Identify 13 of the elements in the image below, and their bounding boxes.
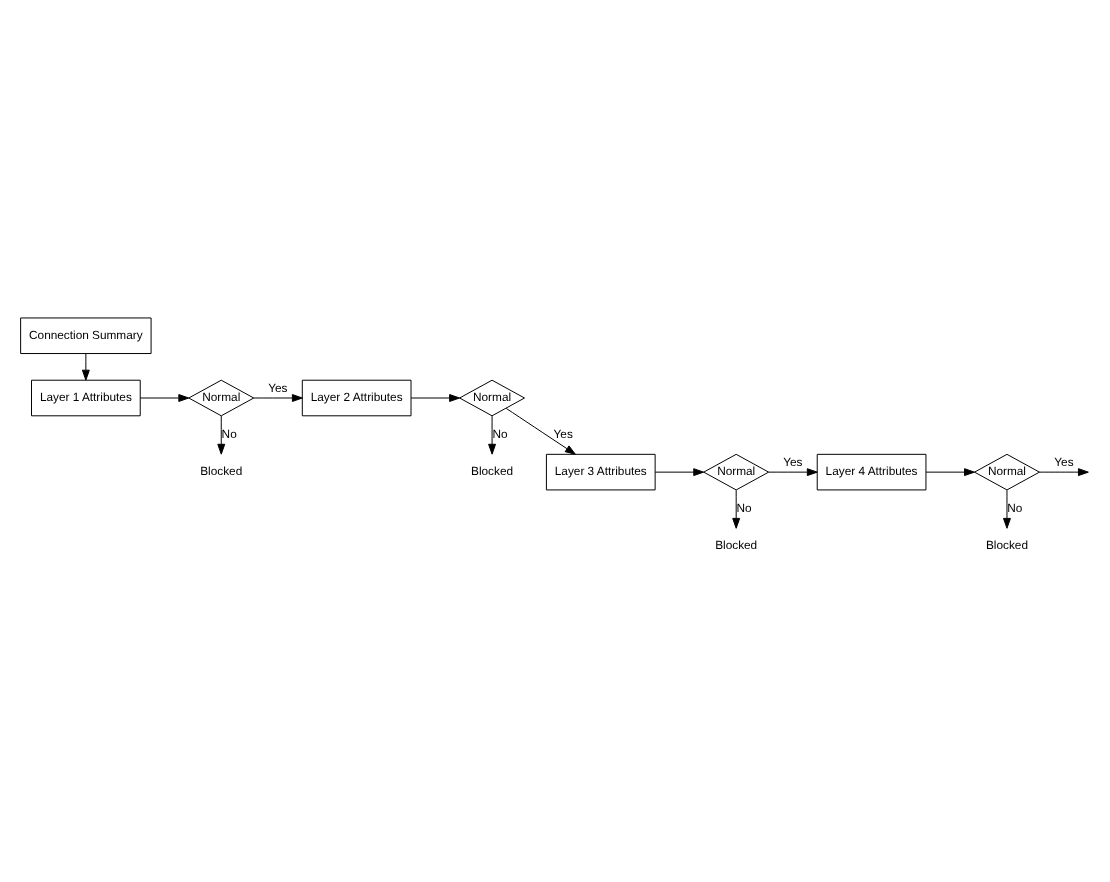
arrow	[1038, 468, 1089, 477]
arrow	[505, 407, 576, 455]
arrow	[139, 394, 190, 402]
arrow	[217, 415, 226, 455]
arrow	[488, 415, 496, 455]
arrow	[925, 468, 975, 477]
arrow	[768, 468, 818, 477]
arrow	[654, 468, 705, 477]
arrow	[732, 489, 741, 529]
arrow	[81, 353, 90, 381]
arrow	[1003, 489, 1011, 529]
arrow	[253, 394, 303, 402]
arrow	[410, 394, 460, 402]
